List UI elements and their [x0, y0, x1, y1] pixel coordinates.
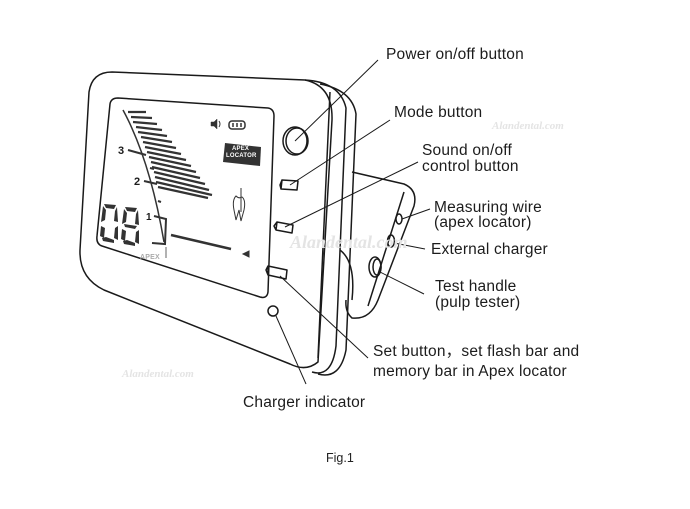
- lcd-reading: 08: [100, 212, 102, 229]
- label-set-button-1: Set button，set flash bar and: [373, 343, 580, 360]
- label-test-handle-1: Test handle: [435, 278, 517, 295]
- sound-button[interactable]: [273, 221, 294, 234]
- watermark: Alandental.com: [492, 120, 564, 132]
- device-side-band: [304, 79, 347, 374]
- power-button[interactable]: [282, 126, 308, 156]
- external-charger-port: [386, 234, 396, 248]
- leader-mode: [289, 119, 391, 186]
- leader-charger-indicator: [275, 315, 307, 385]
- set-button[interactable]: [265, 265, 288, 280]
- arrow-left-icon: [241, 250, 250, 258]
- scale-mark-2: 2: [134, 176, 141, 188]
- leader-sound: [284, 161, 419, 228]
- lcd-window: [96, 97, 275, 299]
- apex-label: APEX: [140, 254, 160, 261]
- badge-line1: APEX: [232, 146, 250, 152]
- device-stand: [345, 171, 416, 319]
- label-mode-button: Mode button: [394, 104, 483, 121]
- figure-caption: Fig.1: [326, 451, 354, 465]
- label-power-button: Power on/off button: [386, 46, 524, 63]
- label-external-charger: External charger: [431, 241, 548, 258]
- battery-icon: [228, 120, 246, 130]
- label-measuring-wire-2: (apex locator): [434, 214, 532, 231]
- leader-measuring: [401, 208, 431, 220]
- leader-power: [294, 59, 379, 142]
- scale-mark-1: 1: [146, 212, 152, 223]
- charger-indicator-led: [267, 305, 279, 317]
- lcd-graphics: [100, 109, 261, 258]
- tooth-icon: [232, 188, 246, 222]
- label-test-handle-2: (pulp tester): [435, 294, 521, 311]
- label-charger-indicator: Charger indicator: [243, 394, 366, 411]
- leader-test: [379, 271, 425, 295]
- leader-charger: [393, 242, 426, 250]
- badge-line2: LOCATOR: [226, 153, 257, 159]
- label-sound-button-2: control button: [422, 158, 519, 175]
- speaker-icon: [210, 118, 218, 130]
- scale-mark-3: 3: [118, 145, 125, 157]
- mode-button[interactable]: [279, 179, 299, 191]
- watermark: Alandental.com: [290, 232, 408, 252]
- label-sound-button-1: Sound on/off: [422, 142, 513, 159]
- leader-set: [279, 275, 369, 359]
- label-measuring-wire-1: Measuring wire: [434, 199, 542, 216]
- label-set-button-2: memory bar in Apex locator: [373, 363, 567, 380]
- apex-locator-badge: [223, 143, 261, 166]
- lcd-digit-segments: [100, 204, 139, 246]
- watermark: Alandental.com: [122, 368, 194, 380]
- measuring-wire-port: [395, 213, 403, 225]
